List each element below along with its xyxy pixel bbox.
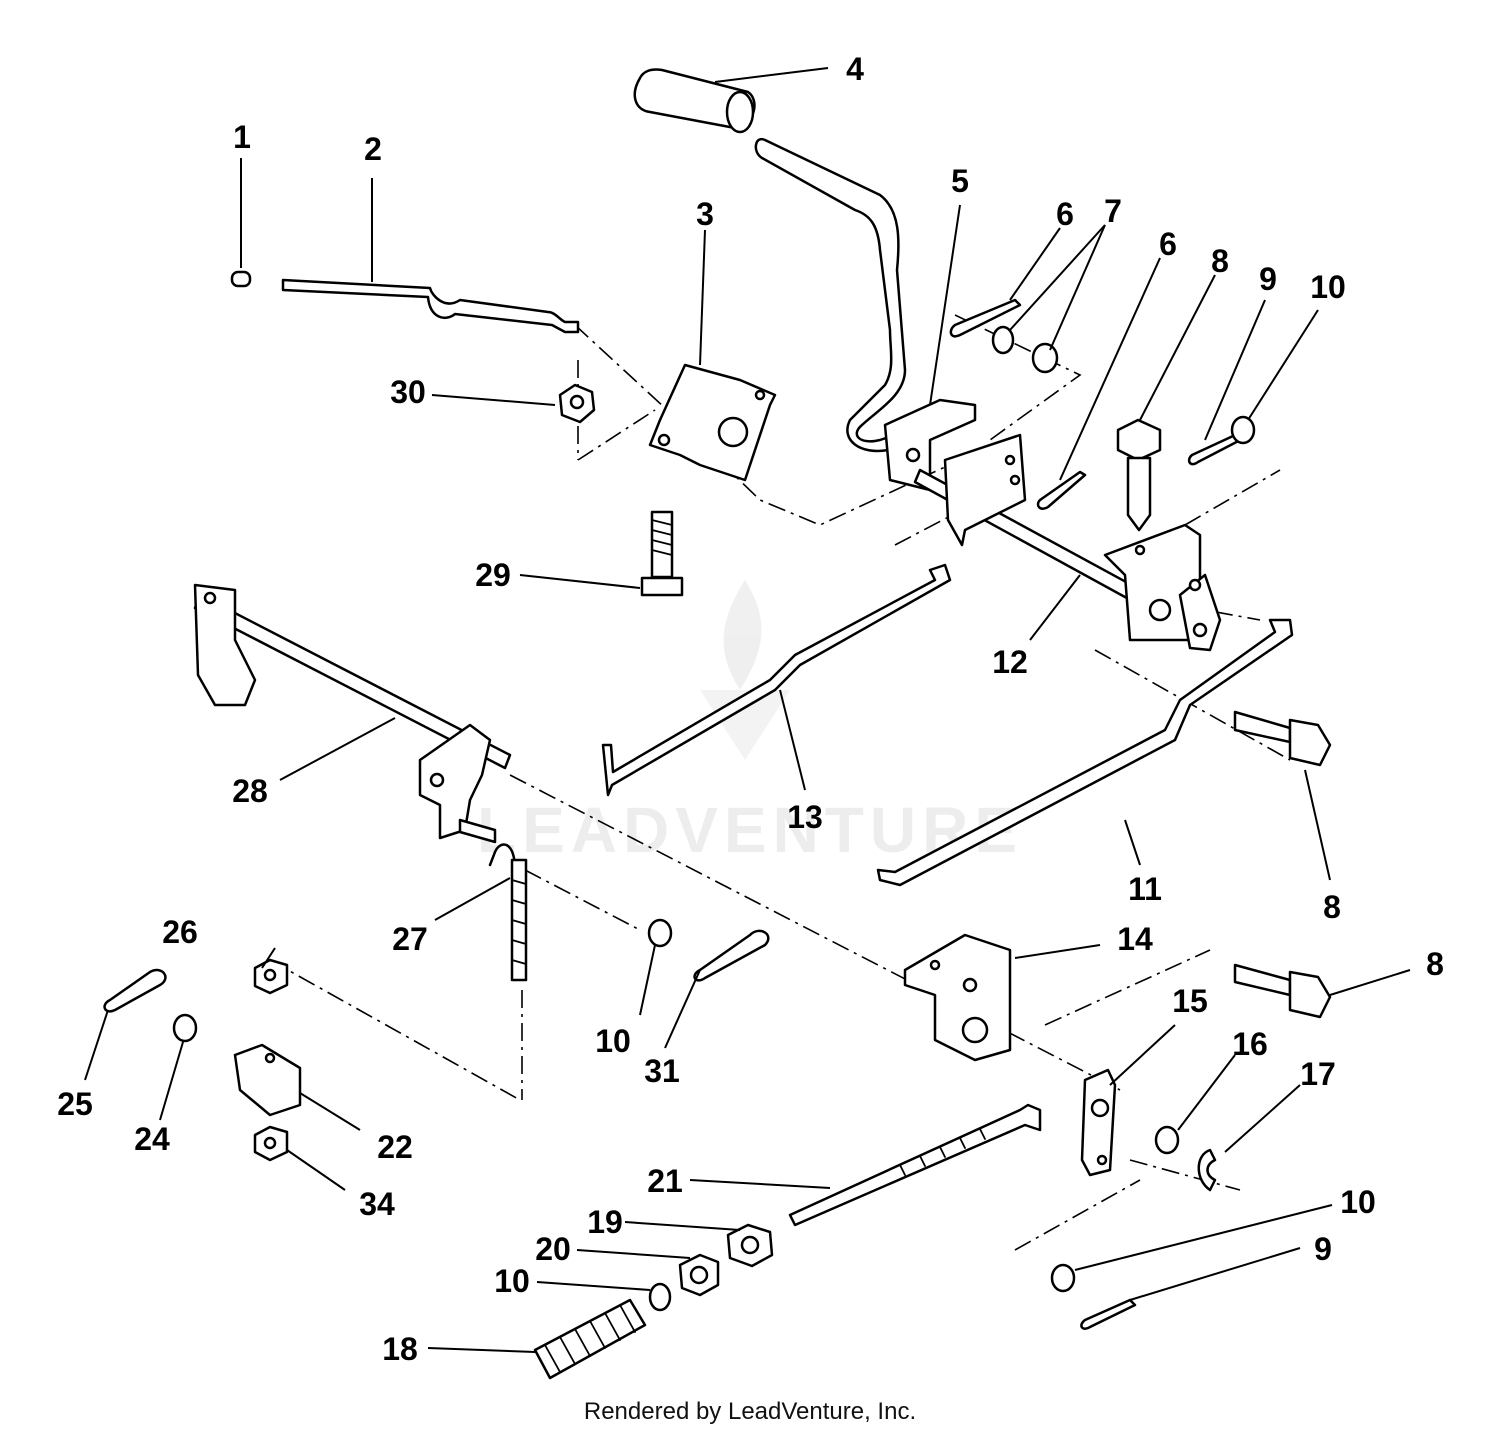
leader-lines	[84, 67, 1411, 1353]
upper-hardware	[949, 298, 1256, 510]
callout-31: 31	[644, 1053, 680, 1089]
callout-labels: 1 2 3 4 5 6 7 6 8 9 10 30 29 12 13 28 11…	[57, 51, 1444, 1367]
callout-10a: 10	[1310, 269, 1346, 305]
callout-29: 29	[475, 557, 511, 593]
callout-2: 2	[364, 131, 382, 167]
callout-34: 34	[359, 1186, 395, 1222]
callout-21: 21	[647, 1163, 683, 1199]
callout-27: 27	[392, 921, 428, 957]
lower-right-hardware	[1050, 1263, 1137, 1330]
callout-22: 22	[377, 1129, 413, 1165]
watermark: LEADVENTURE	[477, 580, 1017, 866]
part-29-bolt	[640, 510, 684, 597]
callout-25: 25	[57, 1086, 93, 1122]
callout-10b: 10	[595, 1023, 631, 1059]
callout-24: 24	[134, 1121, 170, 1157]
callout-1: 1	[233, 119, 251, 155]
callout-9a: 9	[1259, 261, 1277, 297]
lever-handle	[754, 137, 907, 453]
part-11-rod	[876, 618, 1294, 887]
part-5-bracket	[883, 398, 977, 492]
left-lower-hardware	[103, 958, 302, 1162]
callout-20: 20	[535, 1231, 571, 1267]
callout-30: 30	[390, 374, 426, 410]
callout-7: 7	[1104, 193, 1122, 229]
part-14-bracket	[903, 933, 1012, 1062]
part-2-rod	[281, 278, 580, 334]
callout-12: 12	[992, 644, 1028, 680]
middle-hardware	[647, 918, 770, 982]
callout-10d: 10	[1340, 1184, 1376, 1220]
callout-10c: 10	[494, 1263, 530, 1299]
callout-15: 15	[1172, 983, 1208, 1019]
callout-8b: 8	[1323, 889, 1341, 925]
callout-16: 16	[1232, 1026, 1268, 1062]
hardware-16-17	[1154, 1125, 1217, 1192]
part-15-link	[1080, 1068, 1117, 1177]
part-13-link-rod	[601, 563, 952, 797]
part-8-bolts	[1116, 418, 1332, 1019]
part-21-threaded-rod	[788, 1103, 1042, 1227]
part-4-grip	[633, 68, 756, 134]
part-30-nut	[558, 383, 596, 424]
callout-18: 18	[382, 1331, 418, 1367]
callout-3: 3	[696, 196, 714, 232]
part-28-cross-shaft	[193, 583, 512, 840]
callout-5: 5	[951, 163, 969, 199]
callout-14: 14	[1117, 921, 1153, 957]
callout-8c: 8	[1426, 946, 1444, 982]
callout-6a: 6	[1056, 196, 1074, 232]
callout-4: 4	[846, 51, 864, 87]
callout-26: 26	[162, 914, 198, 950]
lower-hardware	[533, 1223, 774, 1380]
part-1-cap	[230, 270, 252, 288]
callout-9b: 9	[1314, 1231, 1332, 1267]
part-3-bracket	[648, 363, 777, 482]
footer-credit: Rendered by LeadVenture, Inc.	[583, 1398, 917, 1425]
callout-6b: 6	[1159, 226, 1177, 262]
callout-11: 11	[1128, 871, 1162, 907]
callout-17: 17	[1300, 1056, 1336, 1092]
callout-13: 13	[787, 799, 823, 835]
part-12-shaft-assembly	[913, 433, 1222, 652]
callout-28: 28	[232, 773, 268, 809]
callout-19: 19	[587, 1204, 623, 1240]
callout-8a: 8	[1211, 243, 1229, 279]
